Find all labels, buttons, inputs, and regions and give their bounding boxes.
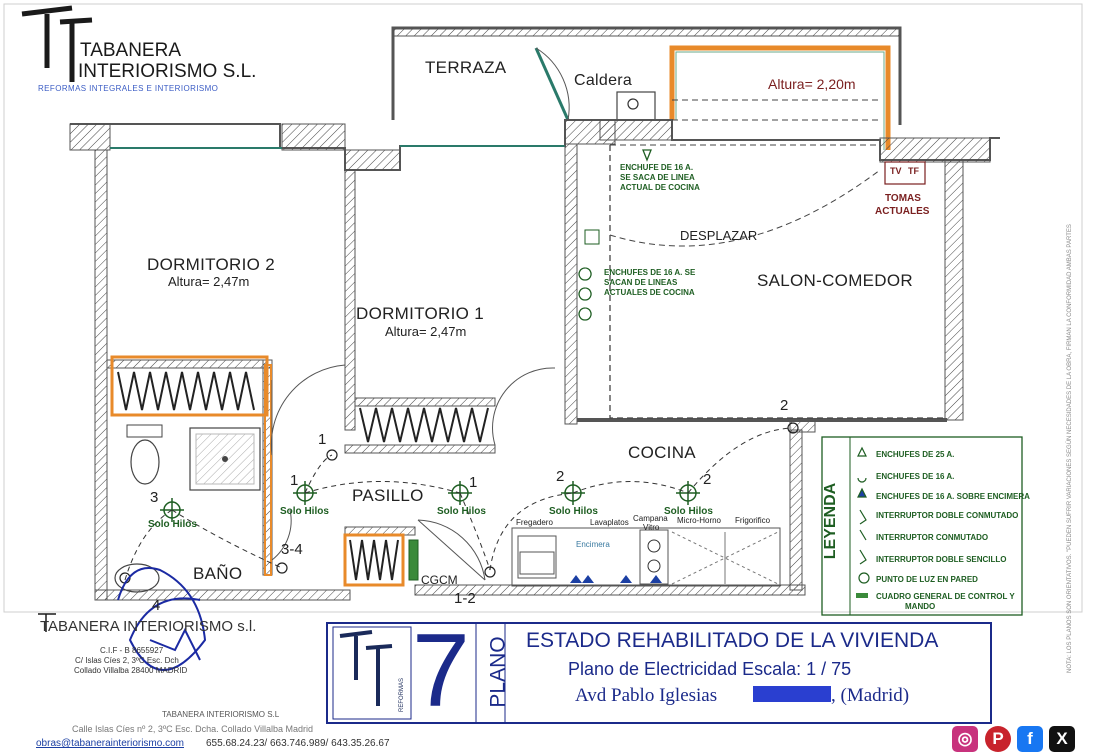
tf-label: TF: [908, 166, 919, 176]
note-enchufes-salon-2: SACAN DE LINEAS: [604, 278, 678, 287]
room-salon-comedor: SALON-COMEDOR: [757, 271, 913, 290]
logo-sub: REFORMAS: [399, 677, 406, 713]
note-enchufes-salon-1: ENCHUFES DE 16 A. SE: [604, 268, 696, 277]
stamp-cif: C.I.F - B 8655927: [100, 646, 164, 655]
legend-item-4: INTERRUPTOR DOBLE CONMUTADO: [876, 511, 1019, 520]
legend-item-5: INTERRUPTOR CONMUTADO: [876, 533, 989, 542]
company-name-line1: TABANERA: [80, 40, 182, 61]
title-line1: ESTADO REHABILITADO DE LA VIVIENDA: [526, 629, 939, 652]
desplazar-label: DESPLAZAR: [680, 228, 758, 243]
note-enchufe-cocina-3: ACTUAL DE COCINA: [620, 183, 700, 192]
circuit-3: 3: [150, 489, 159, 506]
company-tagline: REFORMAS INTEGRALES E INTERIORISMO: [38, 84, 219, 93]
legend-item-3: ENCHUFES DE 16 A. SOBRE ENCIMERA: [876, 492, 1030, 501]
circuit-3-4: 3-4: [281, 541, 303, 558]
legend-item-8: CUADRO GENERAL DE CONTROL Y: [876, 592, 1015, 601]
footer-phones: 655.68.24.23/ 663.746.989/ 643.35.26.67: [206, 738, 390, 749]
legend-item-9: MANDO: [905, 602, 936, 611]
kitchen-lavaplatos: Lavaplatos: [590, 518, 629, 527]
circuit-1c: 1: [469, 474, 478, 491]
note-enchufe-cocina-2: SE SACA DE LINEA: [620, 173, 695, 182]
room-dormitorio-1: DORMITORIO 1: [356, 304, 484, 323]
room-pasillo: PASILLO: [352, 486, 424, 505]
stamp-addr1: C/ Islas Cíes 2, 3ºC Esc. Dch: [75, 656, 179, 665]
room-caldera: Caldera: [574, 72, 633, 89]
kitchen-campana: Campana: [633, 514, 668, 523]
tv-label: TV: [890, 166, 902, 176]
kitchen-vitro: Vitro: [643, 523, 660, 532]
dormitorio-2-height: Altura= 2,47m: [168, 274, 250, 289]
legend-title: LEYENDA: [822, 482, 840, 560]
circuit-2a: 2: [556, 468, 565, 485]
title-line3-b: , (Madrid): [831, 685, 910, 706]
room-cocina: COCINA: [628, 443, 696, 462]
solo-hilos-3: Solo Hilos: [437, 506, 486, 517]
plano-number: 7: [412, 613, 470, 729]
side-note: NOTA: LOS PLANOS SON ORIENTATIVOS. "PUED…: [1067, 224, 1073, 673]
circuit-4: 4: [152, 597, 161, 614]
stamp-addr2: Collado Villalba 28400 MADRID: [74, 666, 188, 675]
kitchen-encimera: Encimera: [576, 540, 610, 549]
legend-item-6: INTERRUPTOR DOBLE SENCILLO: [876, 555, 1007, 564]
dormitorio-1-height: Altura= 2,47m: [385, 324, 467, 339]
solo-hilos-5: Solo Hilos: [664, 506, 713, 517]
facebook-icon[interactable]: f: [1017, 726, 1043, 752]
legend-item-2: ENCHUFES DE 16 A.: [876, 472, 955, 481]
solo-hilos-4: Solo Hilos: [549, 506, 598, 517]
kitchen-micro: Micro-Horno: [677, 516, 722, 525]
legend-item-7: PUNTO DE LUZ EN PARED: [876, 575, 978, 584]
x-icon[interactable]: X: [1049, 726, 1075, 752]
plano-label: PLANO: [486, 636, 510, 708]
cgcm-label: CGCM: [421, 573, 458, 587]
instagram-icon[interactable]: ◎: [952, 726, 978, 752]
footer-company: TABANERA INTERIORISMO S.L: [162, 710, 280, 719]
circuit-2c: 2: [780, 397, 789, 414]
title-line2: Plano de Electricidad Escala: 1 / 75: [568, 659, 852, 679]
solo-hilos-1: Solo Hilos: [148, 519, 197, 530]
room-terraza: TERRAZA: [425, 58, 507, 77]
note-enchufe-cocina-1: ENCHUFE DE 16 A.: [620, 163, 694, 172]
circuit-1-2: 1-2: [454, 590, 476, 607]
tomas-label-1: TOMAS: [885, 193, 921, 204]
footer-email-link[interactable]: obras@tabanerainteriorismo.com: [36, 738, 184, 749]
company-name-line2: INTERIORISMO S.L.: [78, 61, 257, 82]
tomas-label-2: ACTUALES: [875, 206, 930, 217]
room-bano: BAÑO: [193, 564, 243, 583]
circuit-1a: 1: [318, 431, 327, 448]
circuit-1b: 1: [290, 472, 299, 489]
solo-hilos-2: Solo Hilos: [280, 506, 329, 517]
legend-item-1: ENCHUFES DE 25 A.: [876, 450, 955, 459]
kitchen-fregadero: Fregadero: [516, 518, 553, 527]
circuit-2b: 2: [703, 471, 712, 488]
kitchen-frigo: Frigorifico: [735, 516, 771, 525]
stamp-name: TABANERA INTERIORISMO s.l.: [40, 618, 257, 635]
title-line3-a: Avd Pablo Iglesias: [575, 685, 718, 706]
footer-address: Calle Islas Cíes nº 2, 3ºC Esc. Dcha. Co…: [72, 724, 314, 734]
pinterest-icon[interactable]: P: [985, 726, 1011, 752]
note-enchufes-salon-3: ACTUALES DE COCINA: [604, 288, 695, 297]
terraza-height: Altura= 2,20m: [768, 76, 856, 92]
room-dormitorio-2: DORMITORIO 2: [147, 255, 275, 274]
